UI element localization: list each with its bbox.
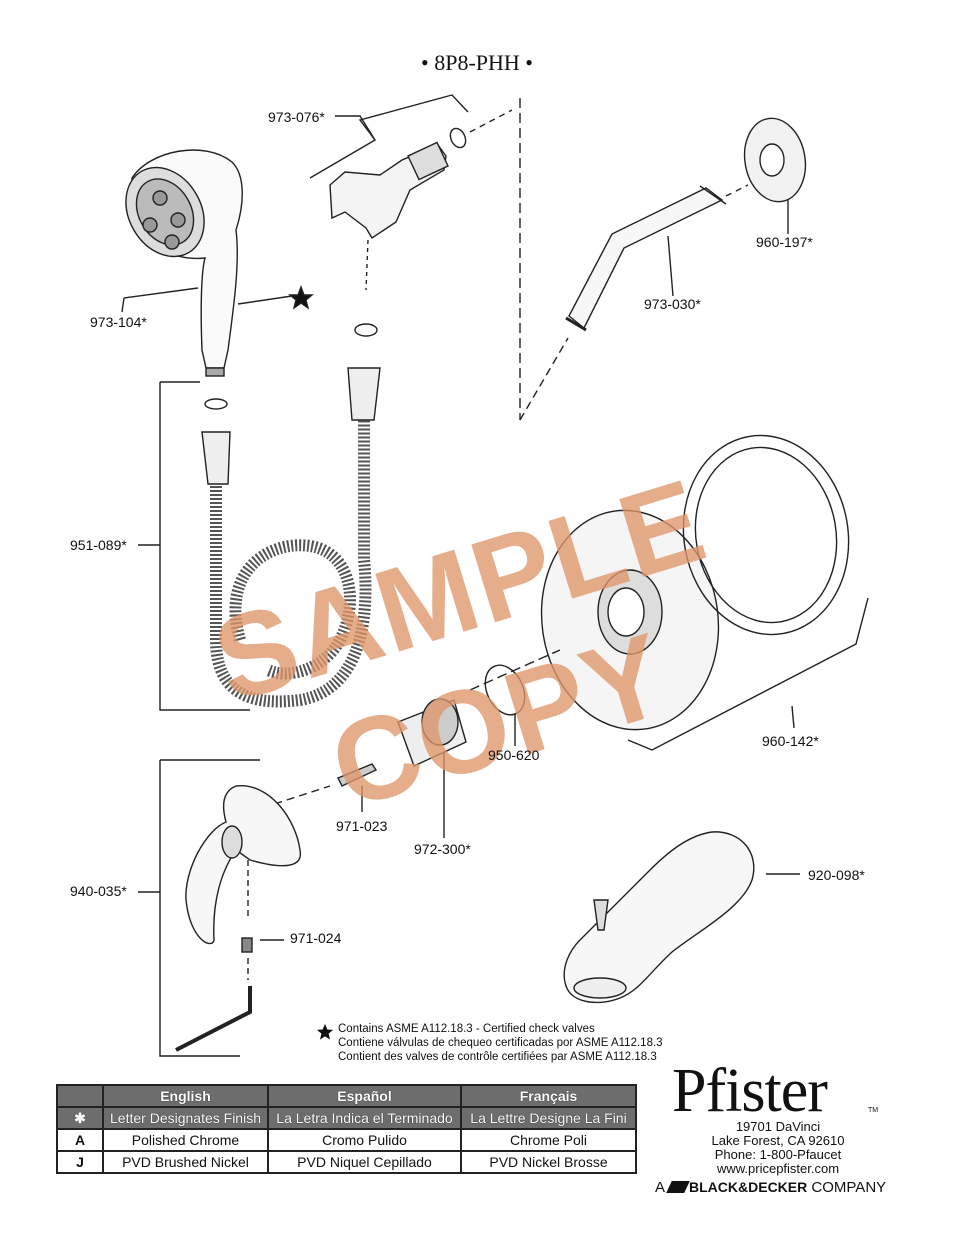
company-prefix: A [655, 1179, 666, 1196]
company-suffix: COMPANY [811, 1179, 887, 1196]
note-spanish: Contiene válvulas de chequeo certificada… [338, 1037, 663, 1049]
part-label-960-142: 960-142* [762, 733, 819, 749]
table-cell: PVD Nickel Brosse [460, 1150, 637, 1174]
part-label-971-024: 971-024 [290, 930, 342, 946]
note-french: Contient des valves de contrôle certifié… [338, 1051, 657, 1063]
finish-table-header: English Español Français [56, 1084, 637, 1108]
company-name: BLACK&DECKER [689, 1179, 808, 1195]
header-francais: Français [460, 1084, 637, 1108]
finish-code: J [56, 1150, 104, 1174]
tub-spout-drawing [563, 831, 800, 1004]
table-row: A Polished Chrome Cromo Pulido Chrome Po… [56, 1128, 637, 1152]
part-label-972-300: 972-300* [414, 841, 471, 857]
address-line: 19701 DaVinci [735, 1119, 821, 1134]
address-line: Lake Forest, CA 92610 [711, 1133, 845, 1148]
table-cell: Polished Chrome [102, 1128, 269, 1152]
table-cell: PVD Niquel Cepillado [267, 1150, 462, 1174]
hose-drawing [138, 367, 381, 711]
note-english: Contains ASME A112.18.3 - Certified chec… [338, 1023, 595, 1035]
flange-drawing [743, 117, 807, 234]
finish-designation-row: ✱ Letter Designates Finish La Letra Indi… [56, 1106, 637, 1130]
pfister-logo: Pfister [672, 1057, 828, 1125]
shower-arm-drawing [519, 184, 749, 421]
part-label-940-035: 940-035* [70, 883, 127, 899]
part-label-960-197: 960-197* [756, 234, 813, 250]
part-label-973-104: 973-104* [90, 314, 147, 330]
finish-code: A [56, 1128, 104, 1152]
parent-company-line: A BLACK&DECKER COMPANY [655, 1179, 886, 1196]
phone-line: Phone: 1-800-Pfaucet [714, 1147, 842, 1162]
check-valve-notes: Contains ASME A112.18.3 - Certified chec… [316, 1022, 663, 1064]
table-cell: La Letra Indica el Terminado [267, 1106, 462, 1130]
part-label-971-023: 971-023 [336, 818, 388, 834]
star-icon [316, 1023, 334, 1040]
part-label-951-089: 951-089* [70, 537, 127, 553]
table-row: J PVD Brushed Nickel PVD Niquel Cepillad… [56, 1150, 637, 1174]
trademark-mark: TM [868, 1107, 879, 1114]
wall-bracket-drawing [309, 94, 513, 337]
page-title: • 8P8-PHH • [421, 50, 533, 75]
header-english: English [102, 1084, 269, 1108]
part-label-973-076: 973-076* [268, 109, 325, 125]
company-address: 19701 DaVinci Lake Forest, CA 92610 Phon… [698, 1120, 858, 1176]
part-label-950-620: 950-620 [488, 747, 540, 763]
black-decker-logo-icon [666, 1181, 690, 1193]
hand-shower-drawing [121, 149, 314, 410]
table-cell: PVD Brushed Nickel [102, 1150, 269, 1174]
table-cell: Cromo Pulido [267, 1128, 462, 1152]
header-blank [56, 1084, 104, 1108]
part-label-920-098: 920-098* [808, 867, 865, 883]
escutcheon-drawing [261, 434, 869, 838]
part-label-973-030: 973-030* [644, 296, 701, 312]
header-espanol: Español [267, 1084, 462, 1108]
table-cell: Letter Designates Finish [102, 1106, 269, 1130]
finish-table: English Español Français ✱ Letter Design… [56, 1084, 637, 1174]
website-line: www.pricepfister.com [716, 1161, 840, 1176]
asterisk-cell: ✱ [56, 1106, 104, 1130]
handle-drawing [138, 759, 301, 1057]
table-cell: Chrome Poli [460, 1128, 637, 1152]
table-cell: La Lettre Designe La Fini [460, 1106, 637, 1130]
